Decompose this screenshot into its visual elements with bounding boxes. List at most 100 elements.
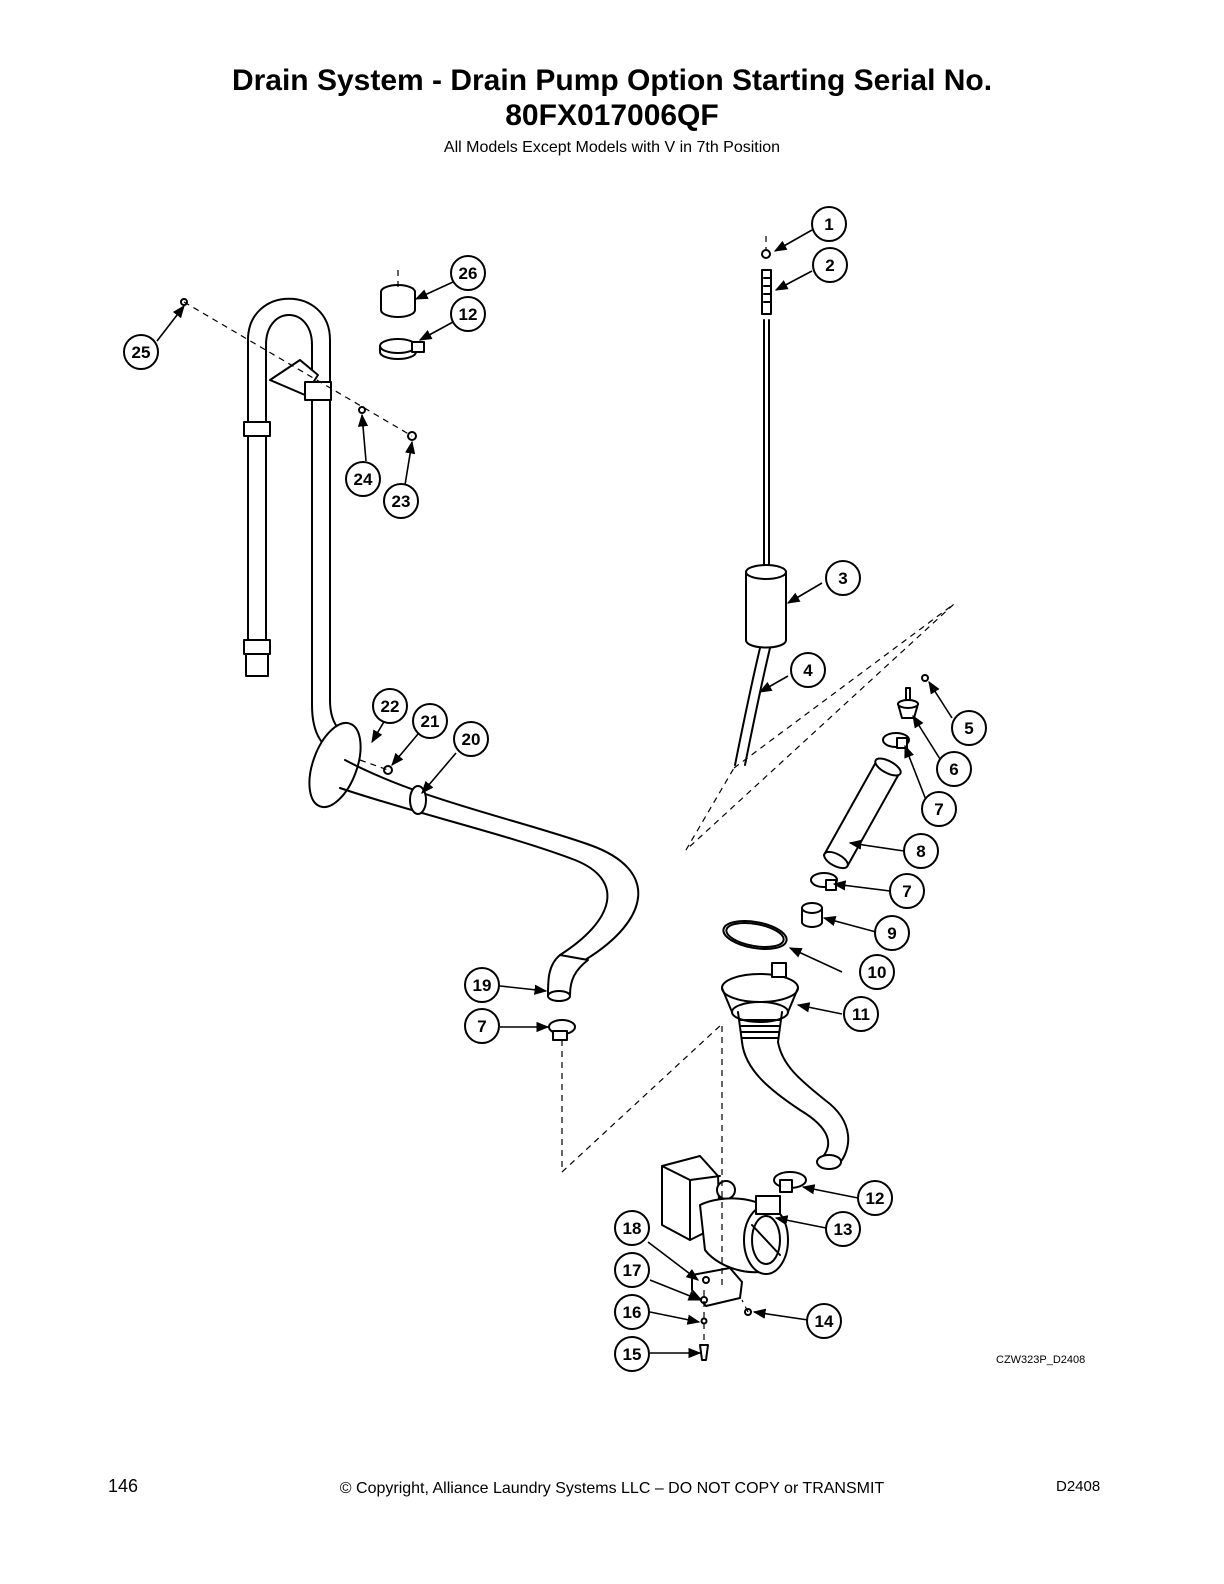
- callout-number: 10: [868, 963, 887, 982]
- page-number: 146: [108, 1476, 139, 1496]
- clamp-12-upper: [379, 338, 425, 360]
- bushing-26: [380, 284, 416, 318]
- callout-circle: [383, 483, 419, 519]
- callout-circle: [825, 560, 861, 596]
- page-title-line-1: Drain System - Drain Pump Option Startin…: [231, 64, 993, 97]
- callout-circle: [450, 296, 486, 332]
- callout-circle: [453, 721, 489, 757]
- callout-circle: [464, 1008, 500, 1044]
- callout-number: 25: [132, 343, 151, 362]
- callout-number: 6: [949, 760, 958, 779]
- callout-circle: [843, 996, 879, 1032]
- callout-number: 4: [803, 661, 813, 680]
- callout-8: 8: [903, 833, 939, 869]
- callout-number: 2: [825, 256, 834, 275]
- callout-19: 19: [464, 967, 500, 1003]
- callout-number: 1: [824, 215, 833, 234]
- callout-number: 22: [381, 697, 400, 716]
- callout-circle: [812, 247, 848, 283]
- nut-21: [383, 765, 393, 775]
- elbow-19: [547, 954, 589, 996]
- callout-circle: [464, 967, 500, 1003]
- washer-16: [700, 1317, 708, 1325]
- callout-21: 21: [412, 703, 448, 739]
- callout-7: 7: [921, 791, 957, 827]
- callout-15: 15: [614, 1336, 650, 1372]
- standpipe-hook: [243, 297, 356, 761]
- callout-circle: [857, 1180, 893, 1216]
- callout-6: 6: [936, 751, 972, 787]
- callout-22: 22: [372, 688, 408, 724]
- callout-circle: [790, 652, 826, 688]
- callout-25: 25: [123, 334, 159, 370]
- callout-number: 15: [623, 1345, 642, 1364]
- callout-circle: [825, 1211, 861, 1247]
- callout-number: 17: [623, 1261, 642, 1280]
- callout-circle: [859, 954, 895, 990]
- callout-circle: [811, 206, 847, 242]
- callout-circle: [951, 710, 987, 746]
- coupler-9: [801, 902, 823, 928]
- page-subtitle: All Models Except Models with V in 7th P…: [443, 139, 781, 156]
- callout-number: 3: [838, 569, 847, 588]
- callout-number: 18: [623, 1219, 642, 1238]
- clamp-7-upper: [882, 732, 910, 749]
- hose-8: [823, 757, 902, 870]
- callout-number: 23: [392, 492, 411, 511]
- callout-number: 13: [834, 1220, 853, 1239]
- callout-number: 7: [902, 882, 911, 901]
- callout-circle: [372, 688, 408, 724]
- callout-5: 5: [951, 710, 987, 746]
- callout-7: 7: [889, 873, 925, 909]
- callout-circle: [614, 1336, 650, 1372]
- callout-circle: [412, 703, 448, 739]
- callout-number: 12: [459, 305, 478, 324]
- callout-24: 24: [345, 461, 381, 497]
- assembly-guide-lines: [183, 236, 955, 1345]
- callout-circle: [345, 461, 381, 497]
- callout-bubbles: 1234567879101112131415161718719202122232…: [123, 206, 987, 1372]
- drawing-code: CZW323P_D2408: [996, 1354, 1086, 1366]
- callout-number: 5: [964, 719, 973, 738]
- flange-22: [308, 721, 362, 809]
- callout-14: 14: [806, 1303, 842, 1339]
- callout-circle: [123, 334, 159, 370]
- part-5: [921, 674, 929, 682]
- callout-4: 4: [790, 652, 826, 688]
- clamp-7-lower: [548, 1019, 576, 1041]
- callout-circle: [614, 1210, 650, 1246]
- callout-12: 12: [450, 296, 486, 332]
- callout-23: 23: [383, 483, 419, 519]
- callout-circle: [936, 751, 972, 787]
- callout-7: 7: [464, 1008, 500, 1044]
- drain-pump-13: [661, 1155, 789, 1275]
- clamp-7-middle: [810, 872, 838, 891]
- callout-number: 9: [887, 924, 896, 943]
- callout-number: 26: [459, 264, 478, 283]
- copyright-notice: © Copyright, Alliance Laundry Systems LL…: [339, 1480, 885, 1497]
- callout-17: 17: [614, 1252, 650, 1288]
- document-code: D2408: [1056, 1478, 1101, 1495]
- callout-16: 16: [614, 1294, 650, 1330]
- part-6: [897, 687, 919, 719]
- clamp-12-lower: [773, 1171, 807, 1193]
- sump-hose-11: [721, 962, 850, 1170]
- callout-10: 10: [859, 954, 895, 990]
- callout-13: 13: [825, 1211, 861, 1247]
- callout-circle: [874, 915, 910, 951]
- callout-number: 7: [477, 1017, 486, 1036]
- callout-circle: [614, 1294, 650, 1330]
- callout-9: 9: [874, 915, 910, 951]
- callout-number: 24: [354, 470, 373, 489]
- callout-number: 19: [473, 976, 492, 995]
- screw-15: [699, 1344, 709, 1361]
- callout-number: 14: [815, 1312, 834, 1331]
- callout-1: 1: [811, 206, 847, 242]
- callout-number: 11: [852, 1005, 870, 1024]
- callout-circle: [450, 255, 486, 291]
- callout-number: 16: [623, 1303, 642, 1322]
- callout-3: 3: [825, 560, 861, 596]
- callout-number: 8: [916, 842, 925, 861]
- callout-number: 12: [866, 1189, 885, 1208]
